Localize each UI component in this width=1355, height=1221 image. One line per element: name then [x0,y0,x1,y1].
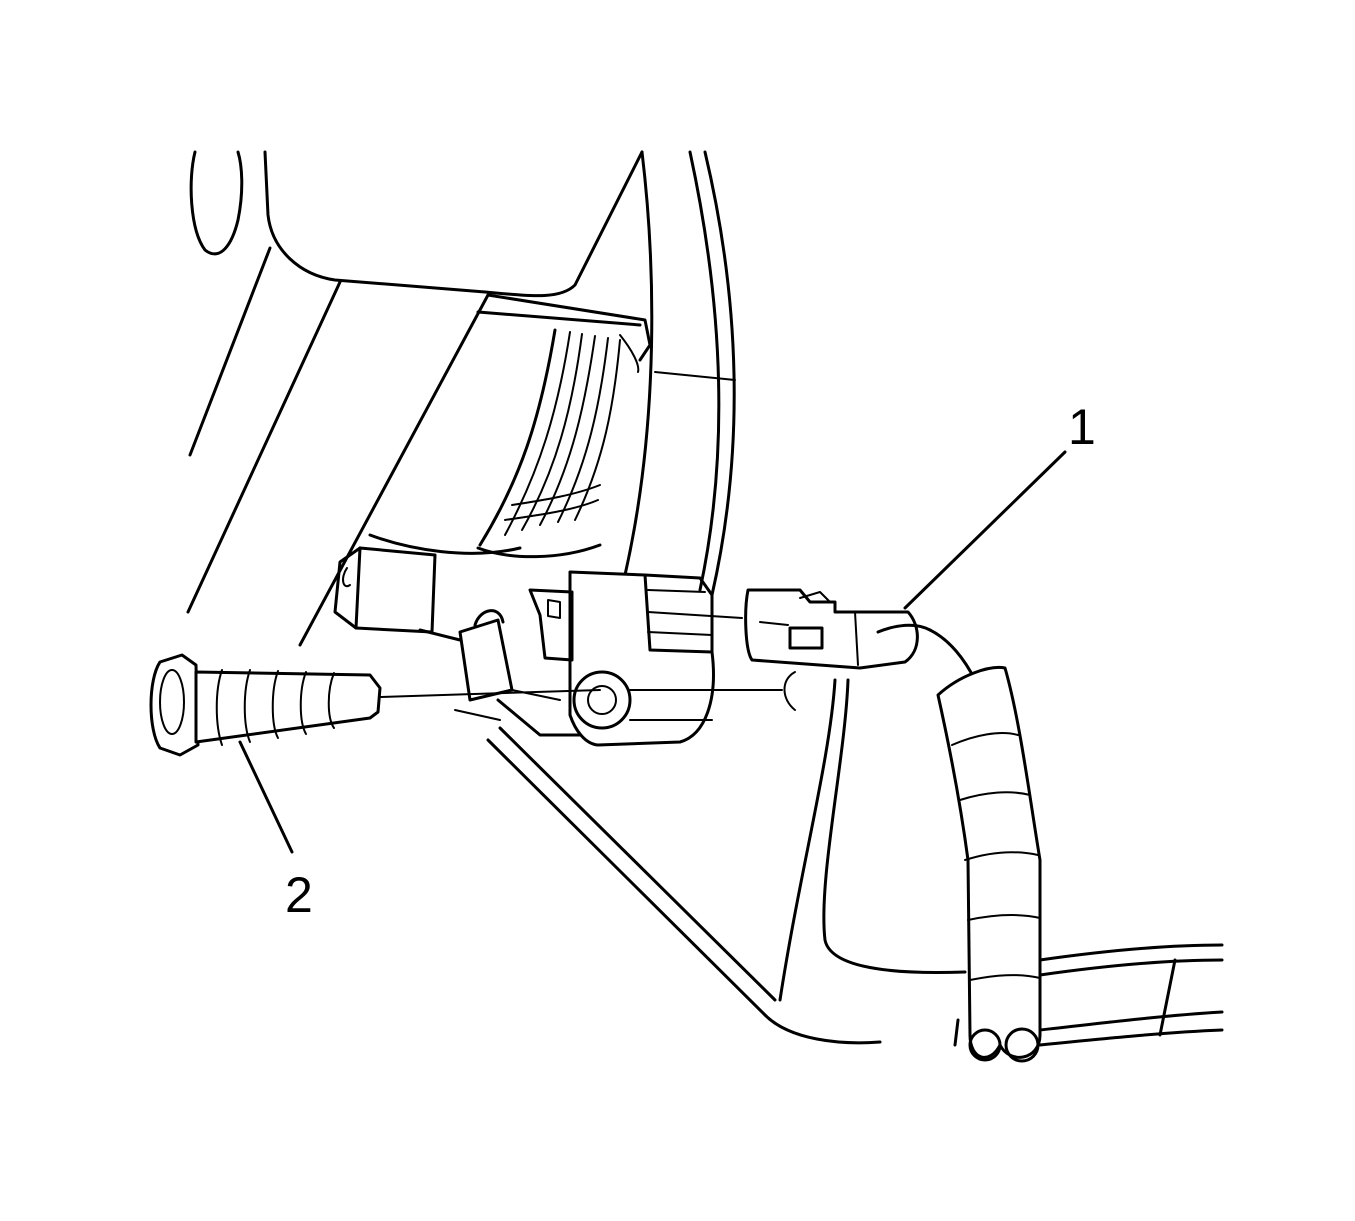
callout-1-leader [903,450,1067,610]
callout-2-leader [238,740,294,854]
column-trim [623,150,736,597]
column-shroud [186,150,652,647]
sensor-housing [528,570,743,747]
callout-leaders [238,450,1067,854]
clock-spring-coil [368,328,621,559]
mounting-bracket [333,546,462,642]
alignment-line [379,671,796,711]
floor-lines [486,678,1224,1047]
retainer-tab [454,609,582,737]
wiring-harness [928,628,1042,1063]
callout-2-label: 2 [285,867,313,923]
electrical-connector [744,588,932,670]
bolt [149,653,382,757]
callout-1-label: 1 [1068,399,1096,455]
